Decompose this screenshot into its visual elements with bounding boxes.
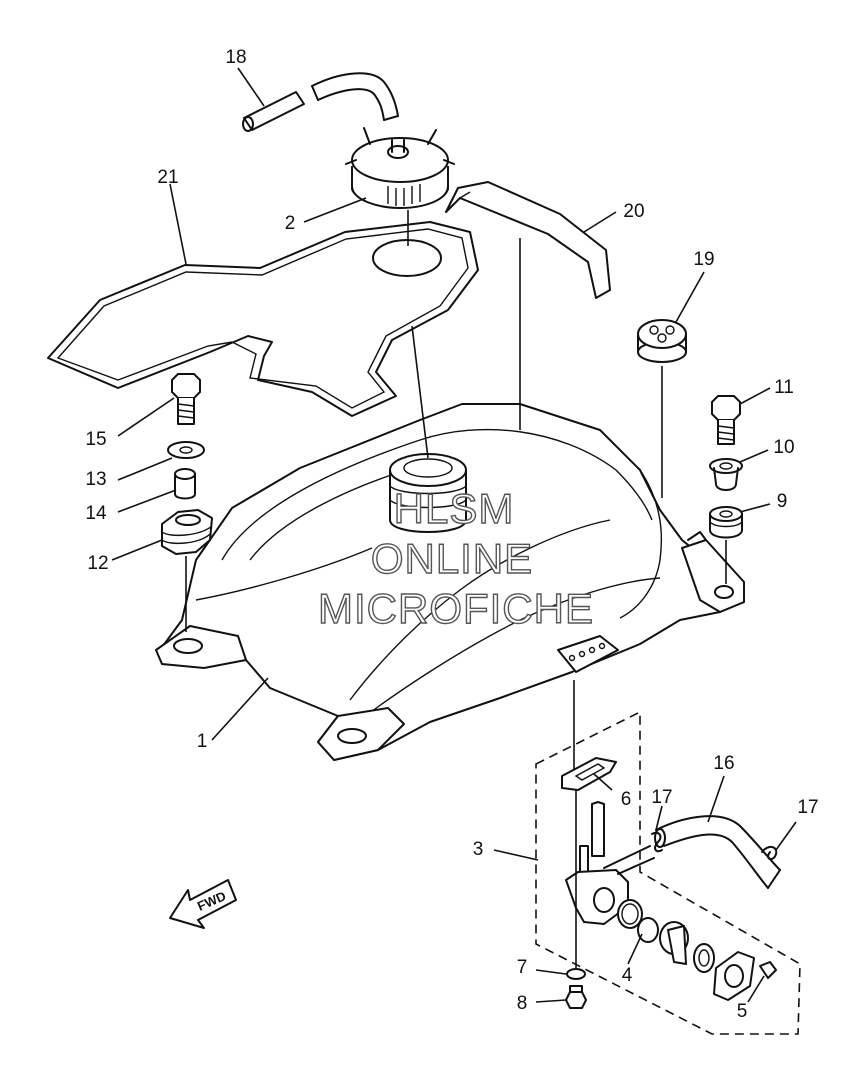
callout-13: 13 bbox=[85, 469, 106, 490]
callout-7: 7 bbox=[517, 957, 528, 978]
leader-lines bbox=[111, 67, 797, 1003]
fuel-tank bbox=[155, 403, 745, 761]
tank-cover-plate bbox=[47, 221, 479, 417]
clip-17-right bbox=[761, 846, 778, 860]
clip-17-left bbox=[651, 831, 663, 853]
callout-9: 9 bbox=[777, 491, 788, 512]
tank-strap bbox=[445, 181, 611, 299]
callout-6: 6 bbox=[621, 789, 632, 810]
callout-10: 10 bbox=[773, 437, 794, 458]
watermark-line-2: ONLINE bbox=[371, 535, 533, 582]
fuel-cock-body bbox=[565, 801, 655, 925]
fwd-arrow: FWD bbox=[169, 879, 237, 929]
callout-17-right: 17 bbox=[797, 797, 818, 818]
callout-19: 19 bbox=[693, 249, 714, 270]
collar-10 bbox=[709, 458, 743, 491]
callout-4: 4 bbox=[622, 965, 633, 986]
callout-17-left: 17 bbox=[651, 787, 672, 808]
damper-9 bbox=[709, 506, 743, 539]
cover-plate-5 bbox=[713, 951, 777, 1001]
gasket-6 bbox=[561, 757, 617, 791]
callout-20: 20 bbox=[623, 201, 644, 222]
breather-hose bbox=[242, 72, 399, 132]
fuel-cock-lever bbox=[659, 921, 715, 973]
washer-7 bbox=[566, 968, 586, 980]
damper-12 bbox=[161, 509, 213, 555]
bolt-15 bbox=[171, 373, 201, 425]
callout-1: 1 bbox=[197, 731, 208, 752]
callout-8: 8 bbox=[517, 993, 528, 1014]
watermark-line-3: MICROFICHE bbox=[318, 585, 594, 632]
callout-14: 14 bbox=[85, 503, 107, 524]
collar-14 bbox=[174, 468, 196, 500]
bolt-11 bbox=[711, 395, 741, 445]
callout-2: 2 bbox=[285, 213, 296, 234]
callout-12: 12 bbox=[87, 553, 108, 574]
o-ring-4 bbox=[617, 899, 659, 943]
fuel-cock-assembly-boundary bbox=[535, 710, 801, 1035]
callout-18: 18 bbox=[225, 47, 246, 68]
callout-15: 15 bbox=[85, 429, 106, 450]
rubber-grommet-19 bbox=[637, 319, 687, 363]
callout-11: 11 bbox=[774, 377, 794, 398]
fuel-cap bbox=[345, 127, 455, 209]
callout-16: 16 bbox=[713, 753, 734, 774]
washer-13 bbox=[167, 441, 205, 459]
watermark: HLSM ONLINE MICROFICHE bbox=[317, 484, 594, 632]
callout-5: 5 bbox=[737, 1001, 748, 1022]
watermark-line-1: HLSM bbox=[394, 485, 515, 532]
callout-3: 3 bbox=[473, 839, 484, 860]
callout-labels: 1 2 3 4 5 6 7 8 9 10 11 12 13 14 15 16 1… bbox=[85, 47, 818, 1022]
drain-screw-8 bbox=[565, 985, 587, 1009]
callout-21: 21 bbox=[157, 167, 178, 188]
